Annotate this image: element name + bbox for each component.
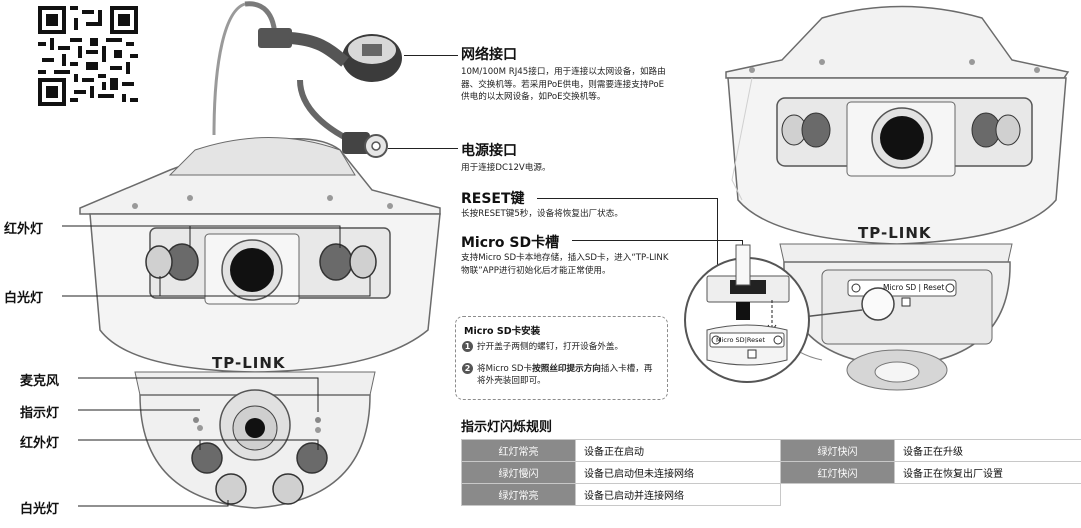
power-port-title: 电源接口 bbox=[461, 143, 517, 159]
reset-title: RESET键 bbox=[461, 191, 525, 207]
label-white-light-top: 白光灯 bbox=[4, 291, 44, 306]
sd-zoom-panel-label: Micro SD|Reset bbox=[716, 336, 766, 344]
table-row: 红灯常亮 设备正在启动 绿灯快闪 设备正在升级 bbox=[461, 439, 1081, 462]
label-indicator-light: 指示灯 bbox=[20, 406, 60, 421]
white-light-bottom-left-icon bbox=[215, 473, 247, 505]
sd-panel-label: Micro SD | Reset bbox=[883, 283, 945, 292]
ir-light-bottom-left-icon bbox=[191, 442, 223, 474]
leader-network-port bbox=[404, 55, 458, 56]
white-light-left-icon bbox=[145, 245, 173, 279]
ir-light-right-icon bbox=[319, 243, 353, 281]
camera-side-illustration bbox=[684, 5, 1070, 391]
led-rules-title: 指示灯闪烁规则 bbox=[461, 420, 553, 435]
step-number-1: 1 bbox=[462, 341, 473, 352]
step-number-2: 2 bbox=[462, 363, 473, 374]
leader-power-port bbox=[388, 148, 458, 149]
white-light-right-icon bbox=[349, 245, 377, 279]
sd-slot-desc: 支持Micro SD卡本地存储，插入SD卡，进入“TP-LINK物联”APP进行… bbox=[461, 253, 669, 276]
rj45-port-icon bbox=[258, 28, 402, 82]
leader-reset-vertical bbox=[717, 198, 718, 315]
leader-sd bbox=[572, 240, 742, 241]
sd-install-title: Micro SD卡安装 bbox=[464, 326, 541, 337]
reset-desc: 长按RESET键5秒，设备将恢复出厂状态。 bbox=[461, 209, 623, 219]
brand-logo-side: TP-LINK bbox=[858, 224, 932, 242]
table-row: 绿灯常亮 设备已启动并连接网络 bbox=[461, 483, 1081, 506]
label-ir-light-top: 红外灯 bbox=[4, 222, 44, 237]
label-white-light-bottom: 白光灯 bbox=[20, 502, 60, 517]
label-microphone: 麦克风 bbox=[20, 374, 60, 389]
white-light-bottom-right-icon bbox=[272, 473, 304, 505]
network-port-desc: 10M/100M RJ45接口，用于连接以太网设备，如路由器、交换机等。若采用P… bbox=[461, 67, 666, 102]
leader-reset bbox=[537, 198, 717, 199]
brand-logo-front: TP-LINK bbox=[212, 354, 286, 372]
power-port-icon bbox=[342, 132, 388, 158]
sd-slot-title: Micro SD卡槽 bbox=[461, 235, 560, 251]
ir-light-bottom-right-icon bbox=[296, 442, 328, 474]
network-port-title: 网络接口 bbox=[461, 47, 517, 63]
qr-code-icon bbox=[38, 6, 138, 106]
camera-front-illustration bbox=[62, 1, 441, 509]
led-rules-table: 红灯常亮 设备正在启动 绿灯快闪 设备正在升级 绿灯慢闪 设备已启动但未连接网络… bbox=[461, 439, 1081, 506]
power-port-desc: 用于连接DC12V电源。 bbox=[461, 163, 551, 173]
table-row: 绿灯慢闪 设备已启动但未连接网络 红灯快闪 设备正在恢复出厂设置 bbox=[461, 461, 1081, 484]
label-ir-light-bottom: 红外灯 bbox=[20, 436, 60, 451]
